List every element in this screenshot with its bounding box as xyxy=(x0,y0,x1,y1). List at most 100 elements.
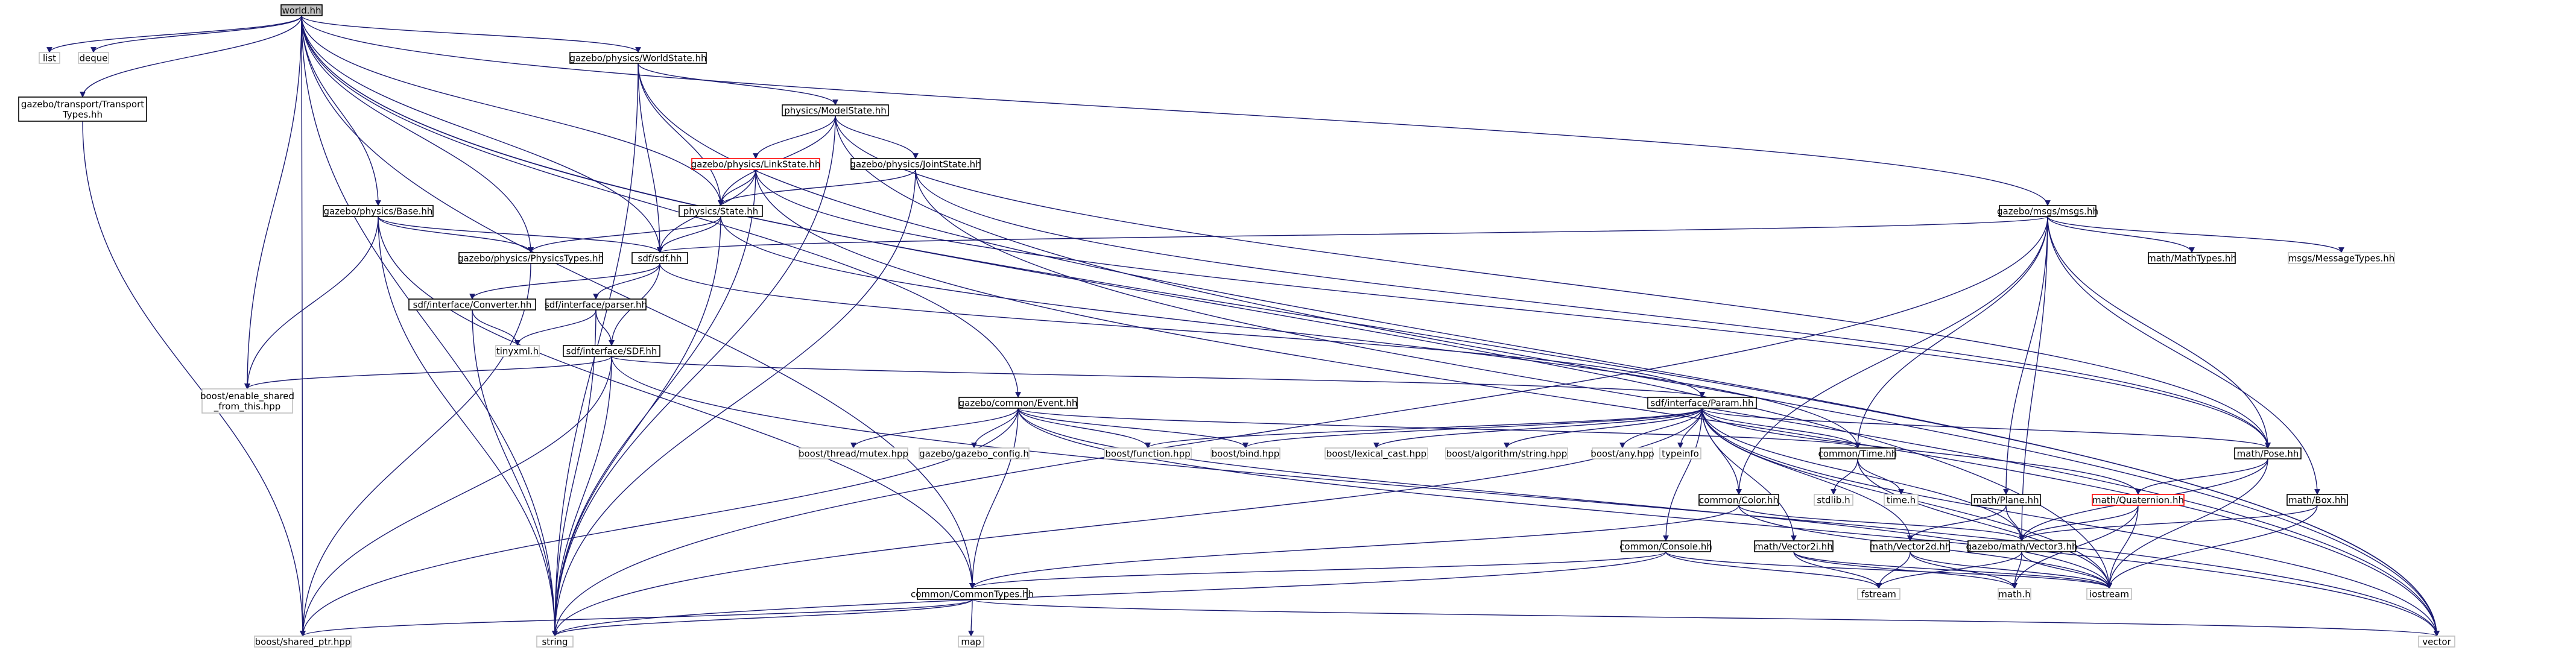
node-label: gazebo/gazebo_config.h xyxy=(919,449,1029,460)
node-label: math/Vector2i.hh xyxy=(1755,541,1833,552)
node-common-color-hh[interactable]: common/Color.hh xyxy=(1698,494,1779,506)
node-math-plane-hh[interactable]: math/Plane.hh xyxy=(1971,494,2041,506)
edge-param-to-quaternion xyxy=(1701,408,2141,495)
node-box xyxy=(1659,447,1701,459)
edge-msgs-to-color xyxy=(1736,216,2048,495)
node-label: _from_this.hpp xyxy=(214,401,281,412)
edge-world-to-event xyxy=(301,15,1021,398)
edge-modelstate-to-pose xyxy=(835,115,2271,449)
node-box xyxy=(2288,252,2395,264)
node-math-box-hh[interactable]: math/Box.hh xyxy=(2286,494,2348,506)
node-math-quaternion-hh[interactable]: math/Quaternion.hh xyxy=(2092,494,2185,506)
node-sdf-interface-param-hh[interactable]: sdf/interface/Param.hh xyxy=(1647,397,1757,409)
edge-box-to-iostream xyxy=(2106,505,2318,589)
node-label: sdf/interface/Converter.hh xyxy=(413,300,532,311)
node-boost-function-hpp[interactable]: boost/function.hpp xyxy=(1104,447,1192,459)
node-gazebo-physics-base-hh[interactable]: gazebo/physics/Base.hh xyxy=(323,205,434,217)
node-label: gazebo/physics/Base.hh xyxy=(324,206,433,217)
node-math-pose-hh[interactable]: math/Pose.hh xyxy=(2234,447,2302,459)
node-deque[interactable]: deque xyxy=(78,52,109,64)
node-boost-any-hpp[interactable]: boost/any.hpp xyxy=(1590,447,1654,459)
node-sdf-interface-parser-hh[interactable]: sdf/interface/parser.hh xyxy=(545,298,647,311)
node-box xyxy=(1999,205,2097,217)
node-common-commontypes-hh[interactable]: common/CommonTypes.hh xyxy=(911,588,1034,600)
node-box xyxy=(1998,588,2031,600)
node-label: common/Console.hh xyxy=(1619,541,1712,552)
node-gazebo-math-vector3-hh[interactable]: gazebo/math/Vector3.hh xyxy=(1966,540,2078,552)
edge-worldstate-to-modelstate xyxy=(638,63,838,106)
node-list[interactable]: list xyxy=(39,52,60,64)
edge-commontypes-to-sharedptr xyxy=(300,599,973,637)
node-math-h[interactable]: math.h xyxy=(1998,588,2031,600)
node-sdf-interface-converter-hh[interactable]: sdf/interface/Converter.hh xyxy=(408,298,536,311)
node-boost-lexical-cast-hpp[interactable]: boost/lexical_cast.hpp xyxy=(1324,447,1428,460)
edge-converter-to-tinyxml xyxy=(472,309,521,346)
node-boost-bind-hpp[interactable]: boost/bind.hpp xyxy=(1210,447,1280,459)
edge-base-to-commontypes xyxy=(378,216,975,589)
node-typeinfo[interactable]: typeinfo xyxy=(1659,447,1701,459)
node-physics-modelstate-hh[interactable]: physics/ModelState.hh xyxy=(782,104,889,116)
node-label: string xyxy=(542,637,568,648)
edge-world-to-vector xyxy=(301,15,2440,637)
edge-world-to-worldstate xyxy=(301,15,641,53)
edge-sdfsdf-to-vector xyxy=(611,356,2440,637)
node-label: stdlib.h xyxy=(1817,495,1850,506)
edge-world-to-sdf xyxy=(301,15,663,253)
node-box xyxy=(2148,252,2236,264)
node-boost-thread-mutex-hpp[interactable]: boost/thread/mutex.hpp xyxy=(799,447,908,459)
node-stdlib-h[interactable]: stdlib.h xyxy=(1814,494,1853,506)
node-boost-enable-shared-from-this-hpp[interactable]: boost/enable_shared_from_this.hpp xyxy=(200,388,294,414)
edge-vector2i-to-mathh xyxy=(1793,551,2017,589)
edge-msgs-to-plane xyxy=(2003,216,2048,495)
node-iostream[interactable]: iostream xyxy=(2086,588,2132,600)
node-boost-shared-ptr-hpp[interactable]: boost/shared_ptr.hpp xyxy=(254,636,352,648)
node-gazebo-physics-physicstypes-hh[interactable]: gazebo/physics/PhysicsTypes.hh xyxy=(458,252,604,264)
node-string[interactable]: string xyxy=(536,636,574,648)
node-gazebo-common-event-hh[interactable]: gazebo/common/Event.hh xyxy=(958,397,1078,409)
node-time-h[interactable]: time.h xyxy=(1884,494,1919,506)
edge-sdfsdf-to-string xyxy=(552,356,612,637)
node-common-console-hh[interactable]: common/Console.hh xyxy=(1619,540,1712,552)
edge-world-to-iostream xyxy=(301,15,2112,589)
node-math-vector2d-hh[interactable]: math/Vector2d.hh xyxy=(1870,540,1951,552)
node-math-vector2i-hh[interactable]: math/Vector2i.hh xyxy=(1754,540,1834,552)
edge-time-to-iostream xyxy=(1857,458,2112,589)
edge-pose-to-iostream xyxy=(2106,458,2268,589)
node-label: sdf/sdf.hh xyxy=(638,253,682,264)
node-box xyxy=(536,636,574,648)
node-gazebo-gazebo-config-h[interactable]: gazebo/gazebo_config.h xyxy=(919,447,1030,460)
node-fstream[interactable]: fstream xyxy=(1857,588,1900,600)
node-gazebo-physics-linkstate-hh[interactable]: gazebo/physics/LinkState.hh xyxy=(691,158,821,170)
node-gazebo-physics-jointstate-hh[interactable]: gazebo/physics/JointState.hh xyxy=(850,158,981,170)
node-box xyxy=(1820,447,1896,459)
edge-event-to-threadmutex xyxy=(850,408,1019,449)
node-boost-algorithm-string-hpp[interactable]: boost/algorithm/string.hpp xyxy=(1445,447,1568,459)
edge-event-to-function xyxy=(1017,408,1151,449)
node-gazebo-msgs-msgs-hh[interactable]: gazebo/msgs/msgs.hh xyxy=(1997,205,2098,217)
node-gazebo-physics-worldstate-hh[interactable]: gazebo/physics/WorldState.hh xyxy=(569,52,707,64)
node-vector[interactable]: vector xyxy=(2418,636,2455,648)
node-label: gazebo/physics/LinkState.hh xyxy=(691,159,821,170)
node-box xyxy=(1884,494,1919,506)
node-label: boost/lexical_cast.hpp xyxy=(1326,449,1426,460)
node-sdf-sdf-hh[interactable]: sdf/sdf.hh xyxy=(631,252,688,264)
node-box xyxy=(495,345,540,357)
edge-param-to-console xyxy=(1663,408,1703,541)
edge-commontypes-to-string xyxy=(552,599,973,637)
node-msgs-messagetypes-hh[interactable]: msgs/MessageTypes.hh xyxy=(2288,252,2395,264)
node-sdf-interface-sdf-hh[interactable]: sdf/interface/SDF.hh xyxy=(563,345,660,357)
node-common-time-hh[interactable]: common/Time.hh xyxy=(1818,447,1897,459)
node-label: math/Box.hh xyxy=(2288,495,2346,506)
edge-world-to-deque xyxy=(90,15,302,53)
node-label: boost/enable_shared xyxy=(200,391,294,402)
node-tinyxml-h[interactable]: tinyxml.h xyxy=(495,345,540,357)
node-label: math.h xyxy=(1998,589,2030,600)
node-map[interactable]: map xyxy=(958,636,984,648)
edge-event-to-gazeboconfig xyxy=(971,408,1019,449)
node-box xyxy=(201,388,293,414)
node-physics-state-hh[interactable]: physics/State.hh xyxy=(679,205,763,217)
node-math-mathtypes-hh[interactable]: math/MathTypes.hh xyxy=(2147,252,2236,264)
edge-color-to-commontypes xyxy=(969,505,1739,589)
